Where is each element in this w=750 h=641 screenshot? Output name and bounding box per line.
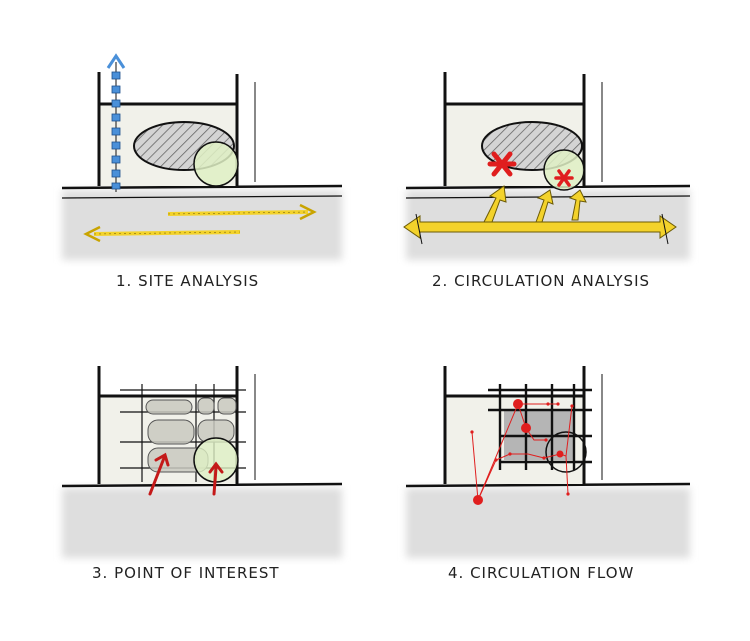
flow-node — [570, 404, 574, 408]
panel-circulation-flow — [405, 366, 691, 558]
flow-node — [473, 495, 483, 505]
green-node — [193, 141, 239, 187]
program-blocks — [145, 397, 237, 473]
caption-panel-3: 3. POINT OF INTEREST — [92, 564, 280, 582]
circulation-arrows-yellow — [403, 185, 677, 239]
flow-nodes-red — [470, 399, 574, 505]
flow-node — [566, 492, 570, 496]
caption-panel-2: 2. CIRCULATION ANALYSIS — [432, 272, 651, 290]
flow-node — [513, 399, 523, 409]
panel-site-analysis — [61, 53, 343, 260]
road-edge-top — [61, 184, 343, 190]
green-node-outline — [545, 431, 587, 473]
road-band — [62, 190, 342, 260]
panel-circulation-analysis — [403, 72, 691, 260]
grid-lines-bold — [488, 384, 592, 470]
flow-node — [521, 423, 531, 433]
caption-panel-4: 4. CIRCULATION FLOW — [448, 564, 635, 582]
flow-node — [494, 458, 498, 462]
road-edge-top — [61, 482, 343, 488]
conflict-marker-large-icon — [487, 151, 517, 177]
flow-node — [544, 438, 548, 442]
flow-node — [546, 402, 550, 406]
flow-node — [542, 456, 546, 460]
green-node — [543, 149, 585, 191]
caption-panel-1: 1. SITE ANALYSIS — [116, 272, 260, 290]
road-band — [62, 488, 342, 558]
road-band — [406, 488, 690, 558]
flow-node — [556, 402, 560, 406]
panel-point-of-interest — [61, 366, 343, 558]
road-arrows-yellow — [83, 203, 317, 243]
road-edge-top — [405, 184, 691, 190]
axis-ticks-blue — [111, 71, 121, 190]
road-edge-bottom — [61, 195, 343, 199]
road-edge-tick — [415, 213, 423, 245]
conflict-marker-small-icon — [554, 169, 574, 187]
flow-node — [556, 450, 564, 458]
road-edge-top — [405, 482, 691, 488]
entry-arrows-red — [148, 452, 224, 496]
axis-arrow-blue — [106, 53, 126, 69]
flow-node — [470, 430, 474, 434]
road-edge-tick — [661, 213, 669, 245]
flow-node — [508, 452, 512, 456]
